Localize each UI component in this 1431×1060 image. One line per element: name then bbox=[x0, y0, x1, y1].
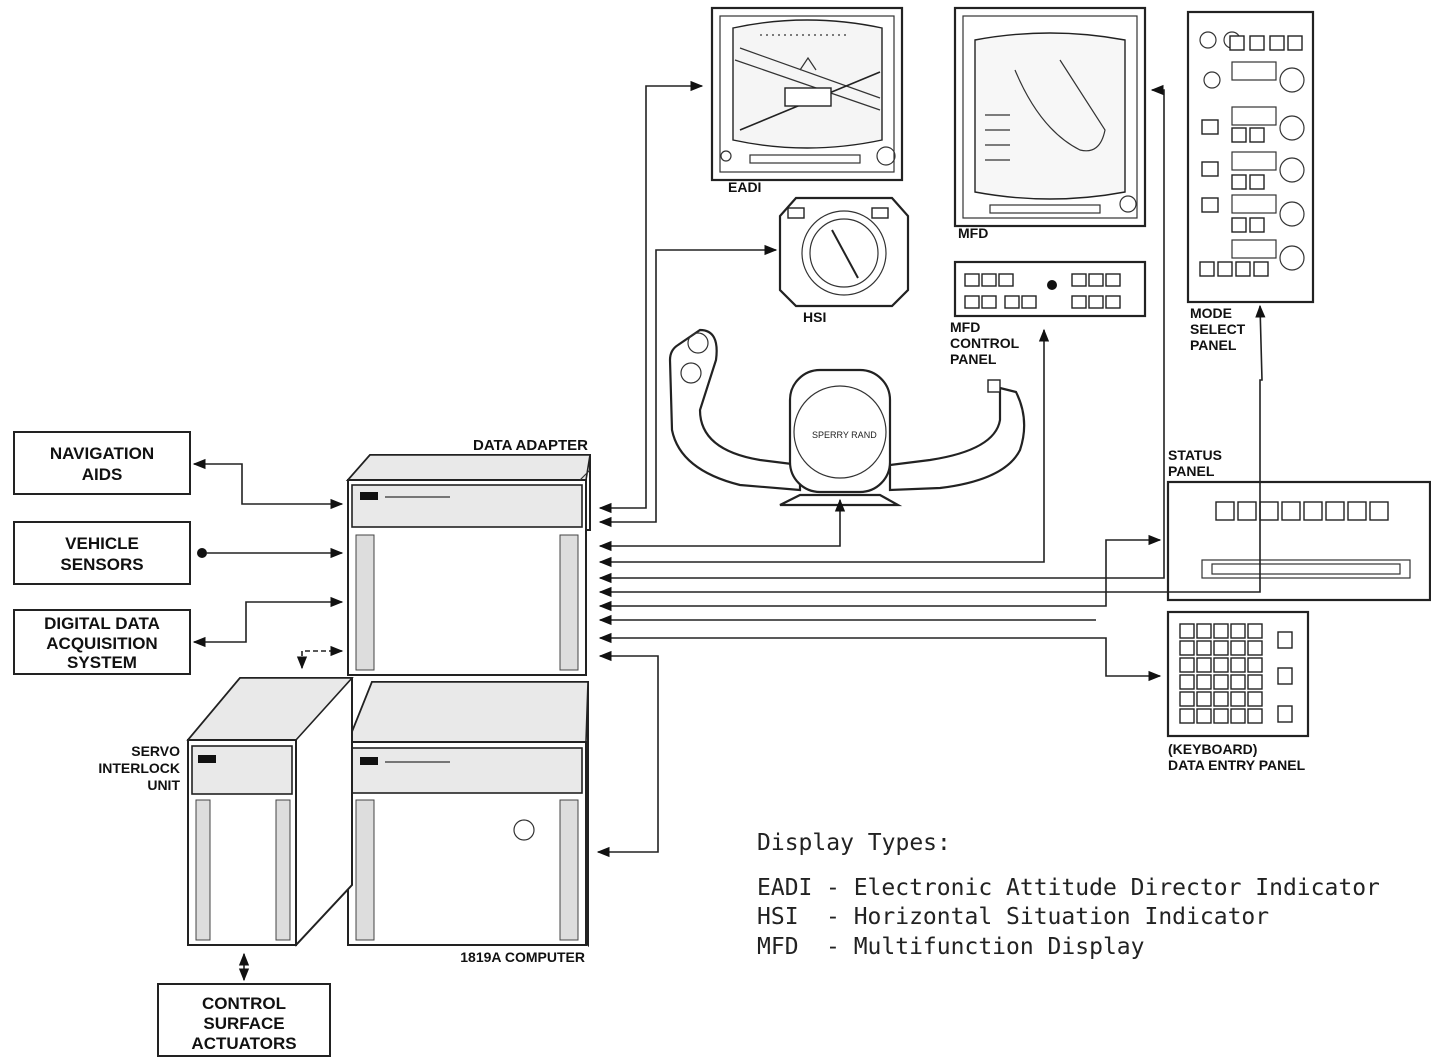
mfd-control-line3: PANEL bbox=[950, 351, 997, 367]
data-adapter-label: DATA ADAPTER bbox=[473, 437, 588, 454]
data-adapter-unit: DATA ADAPTER bbox=[345, 437, 591, 676]
mode-select-line3: PANEL bbox=[1190, 337, 1237, 353]
data-entry-line1: (KEYBOARD) bbox=[1168, 741, 1257, 757]
csa-line2: SURFACE bbox=[203, 1014, 284, 1033]
vehicle-sensors-line1: VEHICLE bbox=[65, 534, 139, 553]
legend-abbr-hsi: HSI bbox=[757, 904, 799, 930]
right-connections bbox=[596, 80, 1266, 858]
mfd-control-line2: CONTROL bbox=[950, 335, 1020, 351]
mode-select-panel: MODE SELECT PANEL bbox=[1186, 10, 1315, 353]
vehicle-sensors-box: VEHICLE SENSORS bbox=[13, 521, 191, 585]
status-panel-line2: PANEL bbox=[1168, 463, 1215, 479]
hsi-display: HSI bbox=[778, 196, 910, 325]
navigation-aids-box: NAVIGATION AIDS bbox=[13, 431, 191, 495]
navigation-aids-line1: NAVIGATION bbox=[50, 444, 154, 463]
legend-desc-eadi: - Electronic Attitude Director Indicator bbox=[826, 875, 1380, 901]
sperry-rand-logo: SPERRY RAND bbox=[812, 430, 877, 440]
csa-line3: ACTUATORS bbox=[191, 1034, 296, 1053]
mfd-label: MFD bbox=[958, 225, 988, 241]
legend-abbr-mfd: MFD bbox=[757, 934, 799, 960]
digital-data-acquisition-box: DIGITAL DATA ACQUISITION SYSTEM bbox=[13, 609, 191, 675]
display-types-legend: Display Types: EADI - Electronic Attitud… bbox=[757, 830, 1380, 960]
legend-desc-hsi: - Horizontal Situation Indicator bbox=[826, 904, 1269, 930]
mfd-control-panel: MFD CONTROL PANEL bbox=[950, 260, 1147, 367]
control-surface-actuators-box: CONTROL SURFACE ACTUATORS bbox=[157, 983, 331, 1057]
status-panel-line1: STATUS bbox=[1168, 447, 1222, 463]
servo-line3: UNIT bbox=[147, 777, 180, 793]
mode-select-line1: MODE bbox=[1190, 305, 1232, 321]
servo-interlock-unit: SERVO INTERLOCK UNIT bbox=[98, 677, 354, 947]
computer-label: 1819A COMPUTER bbox=[460, 949, 585, 965]
ddas-line3: SYSTEM bbox=[67, 653, 137, 672]
servo-line1: SERVO bbox=[131, 743, 180, 759]
mfd-control-line1: MFD bbox=[950, 319, 980, 335]
mfd-display: MFD bbox=[953, 6, 1147, 241]
status-panel: STATUS PANEL bbox=[1166, 447, 1431, 602]
hsi-label: HSI bbox=[803, 309, 826, 325]
legend-title: Display Types: bbox=[757, 830, 951, 856]
eadi-label: EADI bbox=[728, 179, 761, 195]
mode-select-readouts bbox=[1231, 61, 1277, 259]
mode-select-line2: SELECT bbox=[1190, 321, 1246, 337]
ddas-line1: DIGITAL DATA bbox=[44, 614, 160, 633]
left-connections bbox=[192, 458, 344, 982]
csa-line1: CONTROL bbox=[202, 994, 286, 1013]
vehicle-sensors-line2: SENSORS bbox=[60, 555, 143, 574]
servo-line2: INTERLOCK bbox=[98, 760, 180, 776]
ddas-line2: ACQUISITION bbox=[46, 634, 157, 653]
data-entry-line2: DATA ENTRY PANEL bbox=[1168, 757, 1306, 773]
keyboard-keys bbox=[1179, 623, 1293, 724]
eadi-display: EADI bbox=[710, 6, 904, 195]
computer-unit: 1819A COMPUTER bbox=[346, 681, 589, 965]
legend-desc-mfd: - Multifunction Display bbox=[826, 934, 1145, 960]
navigation-aids-line2: AIDS bbox=[82, 465, 123, 484]
data-entry-panel: (KEYBOARD) DATA ENTRY PANEL bbox=[1166, 610, 1310, 773]
legend-abbr-eadi: EADI bbox=[757, 875, 812, 901]
